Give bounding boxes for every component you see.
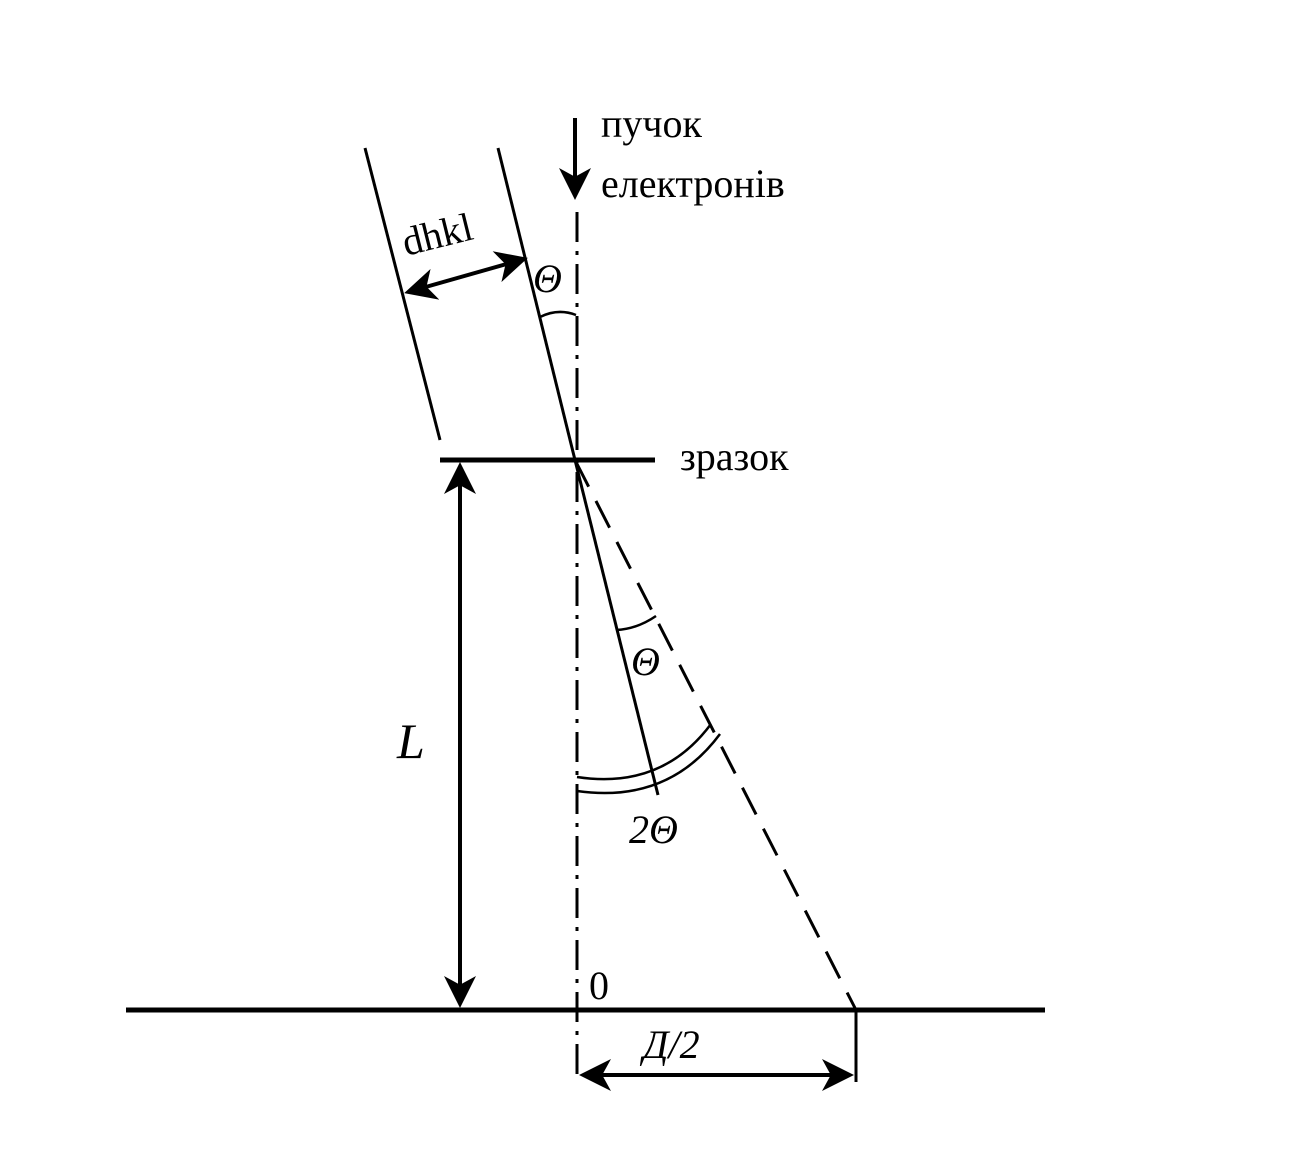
two-theta-label: 2Θ xyxy=(629,807,678,852)
beam-label-line1: пучок xyxy=(601,101,703,146)
dhkl-label: dhkl xyxy=(397,204,477,265)
origin-label: 0 xyxy=(589,963,609,1008)
lattice-plane-right xyxy=(496,147,577,461)
dhkl-arrow xyxy=(404,251,528,300)
sample-label: зразок xyxy=(680,434,789,479)
diffracted-ray-dashed xyxy=(573,459,857,1009)
two-theta-arc-inner xyxy=(576,733,722,795)
theta-label-top: Θ xyxy=(533,256,562,301)
diffracted-beam xyxy=(573,459,660,796)
lattice-plane-left xyxy=(363,147,442,441)
theta-arc-mid xyxy=(615,614,657,632)
theta-arc-top xyxy=(539,310,577,319)
beam-label-line2: електронів xyxy=(601,161,785,206)
theta-label-mid: Θ xyxy=(631,639,660,684)
two-theta-arc-outer xyxy=(576,723,713,781)
camera-length-label: L xyxy=(396,713,425,769)
half-diameter-label: Д/2 xyxy=(639,1022,700,1067)
